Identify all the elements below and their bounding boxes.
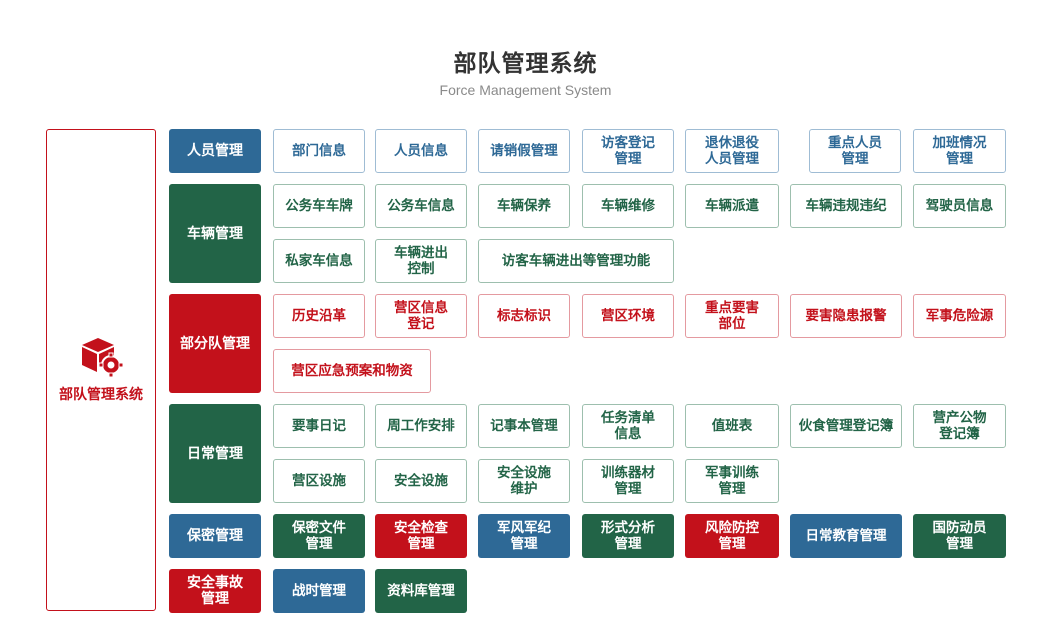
- item-retired-personnel[interactable]: 退休退役 人员管理: [685, 129, 779, 173]
- cube-gear-icon: [82, 338, 124, 378]
- item-discipline[interactable]: 军风军纪 管理: [478, 514, 570, 558]
- item-key-vital-parts[interactable]: 重点要害 部位: [685, 294, 779, 338]
- item-safety-facility-maint[interactable]: 安全设施 维护: [478, 459, 570, 503]
- item-daily-education[interactable]: 日常教育管理: [790, 514, 902, 558]
- item-signage[interactable]: 标志标识: [478, 294, 570, 338]
- item-visitor-register[interactable]: 访客登记 管理: [582, 129, 674, 173]
- item-safety-facilities[interactable]: 安全设施: [375, 459, 467, 503]
- item-mess-register[interactable]: 伙食管理登记簿: [790, 404, 902, 448]
- item-overtime[interactable]: 加班情况 管理: [913, 129, 1006, 173]
- item-vehicle-repair[interactable]: 车辆维修: [582, 184, 674, 228]
- page-subtitle: Force Management System: [439, 82, 612, 98]
- page-title: 部队管理系统: [453, 51, 598, 77]
- item-official-plate[interactable]: 公务车车牌: [273, 184, 365, 228]
- item-vehicle-access-control[interactable]: 车辆进出 控制: [375, 239, 467, 283]
- item-weekly-schedule[interactable]: 周工作安排: [375, 404, 467, 448]
- category-personnel[interactable]: 人员管理: [169, 129, 261, 173]
- item-classified-docs[interactable]: 保密文件 管理: [273, 514, 365, 558]
- item-personnel-info[interactable]: 人员信息: [375, 129, 467, 173]
- item-task-list[interactable]: 任务清单 信息: [582, 404, 674, 448]
- item-event-diary[interactable]: 要事日记: [273, 404, 365, 448]
- item-emergency-plan[interactable]: 营区应急预案和物资: [273, 349, 431, 393]
- item-wartime-mgmt[interactable]: 战时管理: [273, 569, 365, 613]
- item-hazard-alarm[interactable]: 要害隐患报警: [790, 294, 902, 338]
- item-database-mgmt[interactable]: 资料库管理: [375, 569, 467, 613]
- category-safety-incident[interactable]: 安全事故 管理: [169, 569, 261, 613]
- item-national-defense-mobilization[interactable]: 国防动员 管理: [913, 514, 1006, 558]
- category-unit[interactable]: 部分队管理: [169, 294, 261, 393]
- item-camp-facilities[interactable]: 营区设施: [273, 459, 365, 503]
- item-property-register[interactable]: 营产公物 登记簿: [913, 404, 1006, 448]
- item-key-personnel[interactable]: 重点人员 管理: [809, 129, 901, 173]
- item-dept-info[interactable]: 部门信息: [273, 129, 365, 173]
- item-military-training[interactable]: 军事训练 管理: [685, 459, 779, 503]
- item-visitor-vehicle-access[interactable]: 访客车辆进出等管理功能: [478, 239, 674, 283]
- item-driver-info[interactable]: 驾驶员信息: [913, 184, 1006, 228]
- item-training-equipment[interactable]: 训练器材 管理: [582, 459, 674, 503]
- item-situation-analysis[interactable]: 形式分析 管理: [582, 514, 674, 558]
- item-duty-roster[interactable]: 值班表: [685, 404, 779, 448]
- category-vehicles[interactable]: 车辆管理: [169, 184, 261, 283]
- item-security-inspection[interactable]: 安全检查 管理: [375, 514, 467, 558]
- item-vehicle-maintenance[interactable]: 车辆保养: [478, 184, 570, 228]
- root-label: 部队管理系统: [59, 387, 143, 403]
- root-system-box[interactable]: 部队管理系统: [46, 129, 156, 611]
- item-official-vehicle-info[interactable]: 公务车信息: [375, 184, 467, 228]
- item-vehicle-dispatch[interactable]: 车辆派遣: [685, 184, 779, 228]
- category-confidentiality[interactable]: 保密管理: [169, 514, 261, 558]
- item-risk-control[interactable]: 风险防控 管理: [685, 514, 779, 558]
- item-vehicle-violation[interactable]: 车辆违规违纪: [790, 184, 902, 228]
- item-military-hazard-source[interactable]: 军事危险源: [913, 294, 1006, 338]
- item-leave-mgmt[interactable]: 请销假管理: [478, 129, 570, 173]
- item-notebook[interactable]: 记事本管理: [478, 404, 570, 448]
- category-daily[interactable]: 日常管理: [169, 404, 261, 503]
- item-history[interactable]: 历史沿革: [273, 294, 365, 338]
- item-camp-environment[interactable]: 营区环境: [582, 294, 674, 338]
- item-camp-info-register[interactable]: 营区信息 登记: [375, 294, 467, 338]
- item-private-car-info[interactable]: 私家车信息: [273, 239, 365, 283]
